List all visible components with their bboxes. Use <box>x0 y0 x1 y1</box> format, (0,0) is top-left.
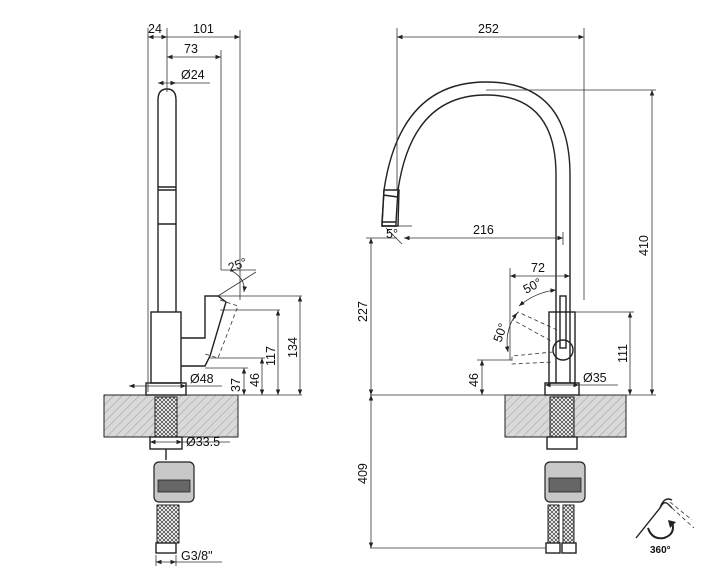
dim-dia24: Ø24 <box>181 68 205 82</box>
dim-72: 72 <box>531 261 545 275</box>
dim-134: 134 <box>286 337 300 358</box>
dim-117: 117 <box>264 346 278 366</box>
dim-73: 73 <box>184 42 198 56</box>
dim-227: 227 <box>356 301 370 322</box>
dim-37: 37 <box>229 378 243 392</box>
dim-thread: G3/8" <box>181 549 213 563</box>
dim-409: 409 <box>356 463 370 484</box>
side-view: 24 101 73 Ø24 25° 117 134 Ø48 37 46 Ø33.… <box>103 22 303 566</box>
spout-tube-side <box>157 88 177 312</box>
lever-side <box>181 295 227 367</box>
rotation-label: 360° <box>650 545 671 556</box>
dim-angle50-side: 50° <box>491 321 511 344</box>
supply-hose-front <box>549 396 575 438</box>
dim-252: 252 <box>478 22 499 36</box>
dim-46-front: 46 <box>467 373 481 387</box>
faucet-body-side <box>150 311 182 384</box>
lever-handle-front <box>559 295 567 349</box>
dim-angle5: 5° <box>386 227 398 241</box>
supply-hose-side <box>154 396 178 438</box>
dim-111: 111 <box>616 344 630 363</box>
rotation-360-icon: 360° <box>635 498 695 556</box>
dim-dia33-5: Ø33.5 <box>186 435 220 449</box>
dim-410: 410 <box>637 235 651 256</box>
lever-base <box>552 339 574 361</box>
dim-46-side: 46 <box>248 373 262 387</box>
dim-24: 24 <box>148 22 162 36</box>
dim-dia48: Ø48 <box>190 372 214 386</box>
gooseneck-spout <box>381 81 571 383</box>
front-view: 252 410 5° 216 227 72 50° 50° 111 46 Ø35… <box>356 22 656 554</box>
dim-216: 216 <box>473 223 494 237</box>
dim-angle25: 25° <box>226 255 249 275</box>
dim-101: 101 <box>193 22 214 36</box>
dim-dia35: Ø35 <box>583 371 607 385</box>
